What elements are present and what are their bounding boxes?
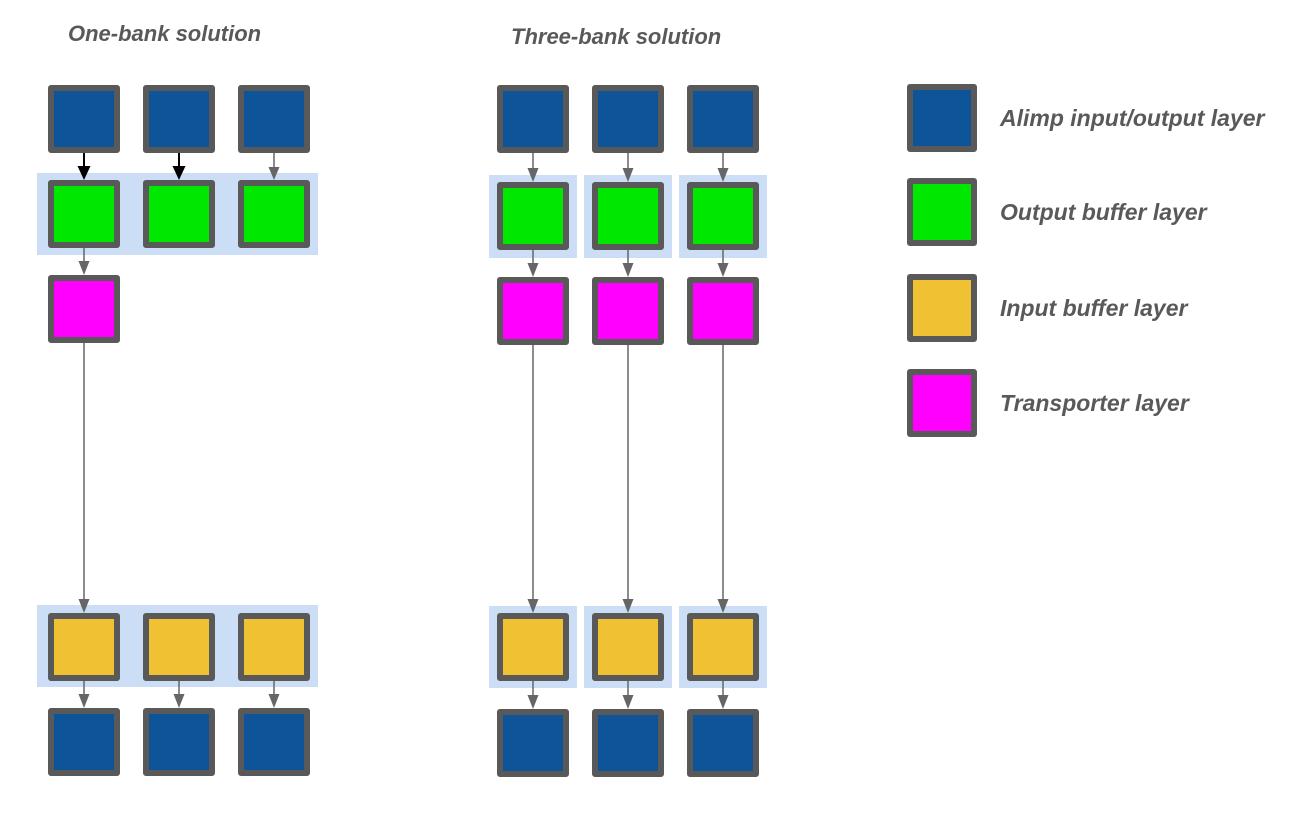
arrow-three-bank-transporter3-to-input3 <box>717 344 729 613</box>
three-bank-alimp-top-2 <box>592 85 664 153</box>
arrow-three-bank-output1-to-transporter1 <box>527 248 539 277</box>
one-bank-alimp-bottom-2 <box>143 708 215 776</box>
arrow-three-bank-alimp3-to-output3 <box>717 153 729 182</box>
arrow-three-bank-input1-to-alimp1 <box>527 679 539 709</box>
arrow-three-bank-alimp1-to-output1 <box>527 153 539 182</box>
three-bank-alimp-top-3 <box>687 85 759 153</box>
arrow-three-bank-output3-to-transporter3 <box>717 248 729 277</box>
one-bank-input-buffer-2 <box>143 613 215 681</box>
one-bank-output-buffer-3 <box>238 180 310 248</box>
arrow-three-bank-input2-to-alimp2 <box>622 679 634 709</box>
one-bank-alimp-top-3 <box>238 85 310 153</box>
one-bank-output-buffer-1 <box>48 180 120 248</box>
one-bank-alimp-top-2 <box>143 85 215 153</box>
arrow-one-bank-input2-to-alimp2 <box>173 679 185 708</box>
legend-label-alimp-io-layer: Alimp input/output layer <box>1000 104 1265 131</box>
arrow-one-bank-input3-to-alimp3 <box>268 679 280 708</box>
one-bank-output-buffer-2 <box>143 180 215 248</box>
one-bank-alimp-bottom-1 <box>48 708 120 776</box>
one-bank-alimp-top-1 <box>48 85 120 153</box>
arrow-one-bank-transporter-to-input1 <box>78 343 90 613</box>
three-bank-output-buffer-1 <box>497 182 569 250</box>
arrow-one-bank-alimp2-to-output2 <box>172 153 186 180</box>
one-bank-alimp-bottom-3 <box>238 708 310 776</box>
legend-swatch-alimp-io-layer <box>907 84 977 152</box>
one-bank-title: One-bank solution <box>68 21 262 46</box>
one-bank-input-buffer-1 <box>48 613 120 681</box>
three-bank-input-buffer-2 <box>592 613 664 681</box>
legend-swatch-output-buffer-layer <box>907 178 977 246</box>
three-bank-output-buffer-2 <box>592 182 664 250</box>
three-bank-input-buffer-3 <box>687 613 759 681</box>
three-bank-input-buffer-1 <box>497 613 569 681</box>
three-bank-alimp-top-1 <box>497 85 569 153</box>
legend-label-input-buffer-layer: Input buffer layer <box>1000 294 1188 321</box>
three-bank-output-buffer-3 <box>687 182 759 250</box>
three-bank-transporter-3 <box>687 277 759 345</box>
three-bank-alimp-bottom-1 <box>497 709 569 777</box>
legend-swatch-input-buffer-layer <box>907 274 977 342</box>
three-bank-title: Three-bank solution <box>511 24 722 49</box>
legend-swatch-transporter-layer <box>907 369 977 437</box>
arrow-one-bank-alimp3-to-output3 <box>268 153 280 180</box>
arrow-three-bank-transporter1-to-input1 <box>527 344 539 613</box>
legend-label-transporter-layer: Transporter layer <box>1000 389 1189 416</box>
one-bank-input-buffer-3 <box>238 613 310 681</box>
arrow-three-bank-alimp2-to-output2 <box>622 153 634 182</box>
legend-label-output-buffer-layer: Output buffer layer <box>1000 198 1207 225</box>
arrow-one-bank-alimp1-to-output1 <box>77 153 91 180</box>
arrow-one-bank-output1-to-transporter <box>78 248 90 275</box>
one-bank-transporter <box>48 275 120 343</box>
arrow-three-bank-transporter2-to-input2 <box>622 344 634 613</box>
arrow-three-bank-output2-to-transporter2 <box>622 248 634 277</box>
three-bank-transporter-2 <box>592 277 664 345</box>
three-bank-alimp-bottom-3 <box>687 709 759 777</box>
three-bank-transporter-1 <box>497 277 569 345</box>
three-bank-alimp-bottom-2 <box>592 709 664 777</box>
arrow-one-bank-input1-to-alimp1 <box>78 679 90 708</box>
arrow-three-bank-input3-to-alimp3 <box>717 679 729 709</box>
